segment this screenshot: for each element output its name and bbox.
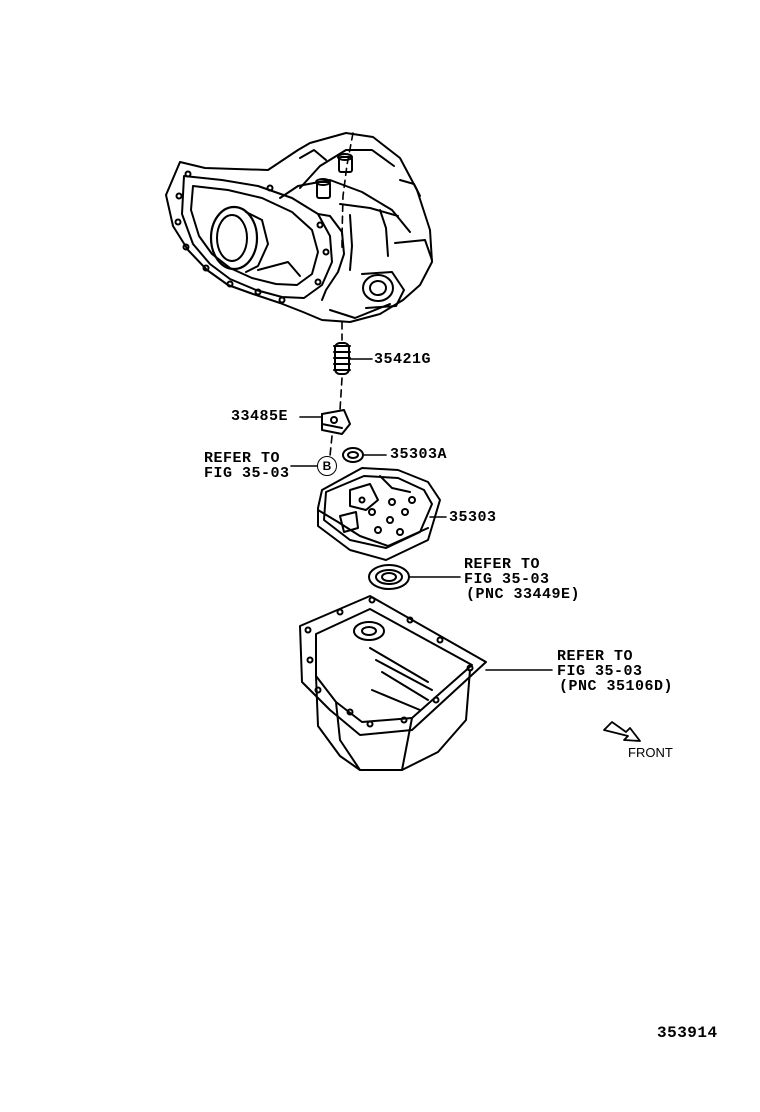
strainer-seal-illustration: [368, 564, 461, 590]
plate-illustration: [299, 409, 351, 435]
front-arrow-icon: [603, 721, 641, 742]
transaxle-case-illustration: [165, 132, 433, 323]
part-number-o-ring: 35303A: [390, 446, 448, 463]
ref-pan-line2: FIG 35-03: [557, 663, 643, 680]
part-number-plate: 33485E: [231, 408, 289, 425]
ref-b-circle-marker: B: [317, 456, 337, 476]
o-ring-illustration: [342, 447, 387, 463]
front-label: FRONT: [628, 745, 673, 760]
ref-seal-line1: REFER TO: [464, 556, 541, 573]
ref-seal-line3: (PNC 33449E): [466, 586, 581, 603]
oil-pan-illustration: [299, 595, 553, 771]
assembly-center-line: [329, 132, 354, 457]
ref-b-line2: FIG 35-03: [204, 465, 290, 482]
ref-b-line1: REFER TO: [204, 450, 281, 467]
part-number-strainer: 35303: [449, 509, 497, 526]
ref-pan-line3: (PNC 35106D): [559, 678, 674, 695]
part-number-spring: 35421G: [374, 351, 432, 368]
oil-strainer-illustration: [317, 467, 447, 561]
figure-number: 353914: [657, 1024, 718, 1042]
spring-illustration: [333, 342, 373, 375]
ref-seal-line2: FIG 35-03: [464, 571, 550, 588]
ref-pan-line1: REFER TO: [557, 648, 634, 665]
